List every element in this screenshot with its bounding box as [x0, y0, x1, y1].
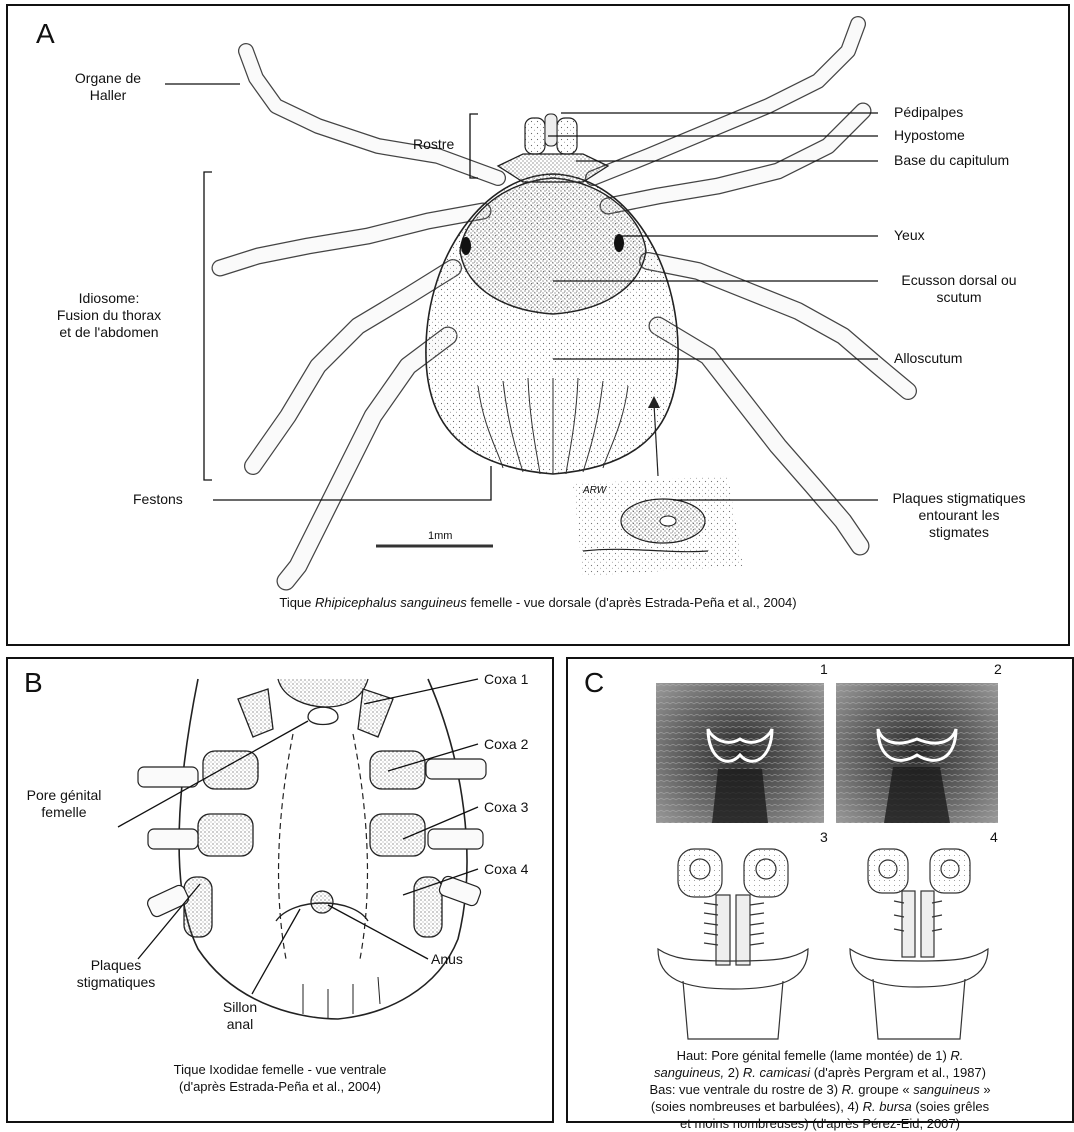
caption-c-line-5: et moins nombreuses) (d'après Pérez-Eid,… — [568, 1115, 1072, 1132]
label-rostre: Rostre — [413, 136, 454, 153]
panel-c-comparison: C 1 2 3 4 — [566, 657, 1074, 1123]
genital-pore — [308, 707, 338, 724]
micrograph-1 — [656, 683, 824, 823]
left-pedipalp — [525, 118, 545, 154]
label-plaques-stigmatiques-b: Plaques stigmatiques — [66, 957, 166, 991]
caption-a-before: Tique — [279, 595, 315, 610]
caption-c-2a: sanguineus, — [654, 1065, 724, 1080]
label-coxa-3: Coxa 3 — [484, 799, 528, 816]
rostre-drawing-4 — [850, 849, 988, 1039]
caption-a-after: femelle - vue dorsale (d'après Estrada-P… — [467, 595, 797, 610]
ecusson-line-2: scutum — [874, 289, 1044, 306]
median-dashed-lines — [279, 734, 368, 959]
label-pore-genital: Pore génital femelle — [14, 787, 114, 821]
label-hypostome: Hypostome — [894, 127, 965, 144]
scale-label: 1mm — [428, 528, 452, 545]
label-pedipalpes: Pédipalpes — [894, 104, 963, 121]
caption-c-line-1: Haut: Pore génital femelle (lame montée)… — [568, 1047, 1072, 1064]
caption-c-2b: 2) — [724, 1065, 743, 1080]
ventral-capitulum — [278, 679, 368, 707]
label-yeux: Yeux — [894, 227, 925, 244]
caption-c-4b: R. bursa — [863, 1099, 912, 1114]
organe-line-1: Organe de — [54, 70, 162, 87]
plaques-line-3: stigmates — [874, 524, 1044, 541]
panel-a-caption: Tique Rhipicephalus sanguineus femelle -… — [8, 594, 1068, 611]
idiosome-bracket — [204, 172, 212, 480]
plaques-line-1: Plaques stigmatiques — [874, 490, 1044, 507]
caption-c-2c: R. camicasi — [743, 1065, 810, 1080]
organe-line-2: Haller — [54, 87, 162, 104]
caption-c-3b: R. — [842, 1082, 855, 1097]
plaques-b-line-2: stigmatiques — [66, 974, 166, 991]
caption-c-line-3: Bas: vue ventrale du rostre de 3) R. gro… — [568, 1081, 1072, 1098]
label-coxa-1: Coxa 1 — [484, 671, 528, 688]
artist-initials: ARW — [583, 482, 606, 499]
label-coxa-4: Coxa 4 — [484, 861, 528, 878]
left-eye — [461, 237, 471, 255]
label-idiosome: Idiosome: Fusion du thorax et de l'abdom… — [34, 290, 184, 341]
hypostome — [545, 114, 557, 146]
panel-b-ventral-view: B — [6, 657, 554, 1123]
idiosome-line-3: et de l'abdomen — [34, 324, 184, 341]
pore-line-2: femelle — [14, 804, 114, 821]
panel-b-caption: Tique Ixodidae femelle - vue ventrale (d… — [8, 1061, 552, 1095]
caption-c-3c: groupe « — [855, 1082, 914, 1097]
caption-c-3a: Bas: vue ventrale du rostre de 3) — [649, 1082, 841, 1097]
caption-b-line-1: Tique Ixodidae femelle - vue ventrale — [8, 1061, 552, 1078]
micrograph-2 — [836, 683, 998, 823]
label-sillon-anal: Sillon anal — [200, 999, 280, 1033]
caption-c-1a: Haut: Pore génital femelle (lame montée)… — [677, 1048, 951, 1063]
plaques-line-2: entourant les — [874, 507, 1044, 524]
caption-c-2d: (d'après Pergram et al., 1987) — [810, 1065, 986, 1080]
caption-c-4a: (soies nombreuses et barbulées), 4) — [651, 1099, 863, 1114]
idiosome-line-2: Fusion du thorax — [34, 307, 184, 324]
tick-ventral-illustration — [8, 659, 552, 1121]
caption-b-line-2: (d'après Estrada-Peña et al., 2004) — [8, 1078, 552, 1095]
label-coxa-2: Coxa 2 — [484, 736, 528, 753]
label-ecusson-dorsal: Ecusson dorsal ou scutum — [874, 272, 1044, 306]
sillon-line-2: anal — [200, 1016, 280, 1033]
right-eye — [614, 234, 624, 252]
caption-c-1b: R. — [950, 1048, 963, 1063]
caption-c-line-4: (soies nombreuses et barbulées), 4) R. b… — [568, 1098, 1072, 1115]
caption-c-3e: » — [980, 1082, 991, 1097]
label-alloscutum: Alloscutum — [894, 350, 962, 367]
caption-c-line-2: sanguineus, 2) R. camicasi (d'après Perg… — [568, 1064, 1072, 1081]
sillon-line-1: Sillon — [200, 999, 280, 1016]
plaques-b-line-1: Plaques — [66, 957, 166, 974]
caption-c-3d: sanguineus — [913, 1082, 980, 1097]
label-plaques-stigmatiques: Plaques stigmatiques entourant les stigm… — [874, 490, 1044, 541]
label-anus: Anus — [431, 951, 463, 968]
panel-a-dorsal-view: A — [6, 4, 1070, 646]
anus — [311, 891, 333, 913]
panel-c-caption: Haut: Pore génital femelle (lame montée)… — [568, 1047, 1072, 1132]
rostre-drawing-3 — [658, 849, 808, 1039]
caption-a-species: Rhipicephalus sanguineus — [315, 595, 467, 610]
label-base-du-capitulum: Base du capitulum — [894, 152, 1009, 169]
pore-line-1: Pore génital — [14, 787, 114, 804]
ecusson-line-1: Ecusson dorsal ou — [874, 272, 1044, 289]
label-organe-de-haller: Organe de Haller — [54, 70, 162, 104]
label-festons: Festons — [133, 491, 183, 508]
caption-c-4c: (soies grêles — [912, 1099, 989, 1114]
idiosome-line-1: Idiosome: — [34, 290, 184, 307]
